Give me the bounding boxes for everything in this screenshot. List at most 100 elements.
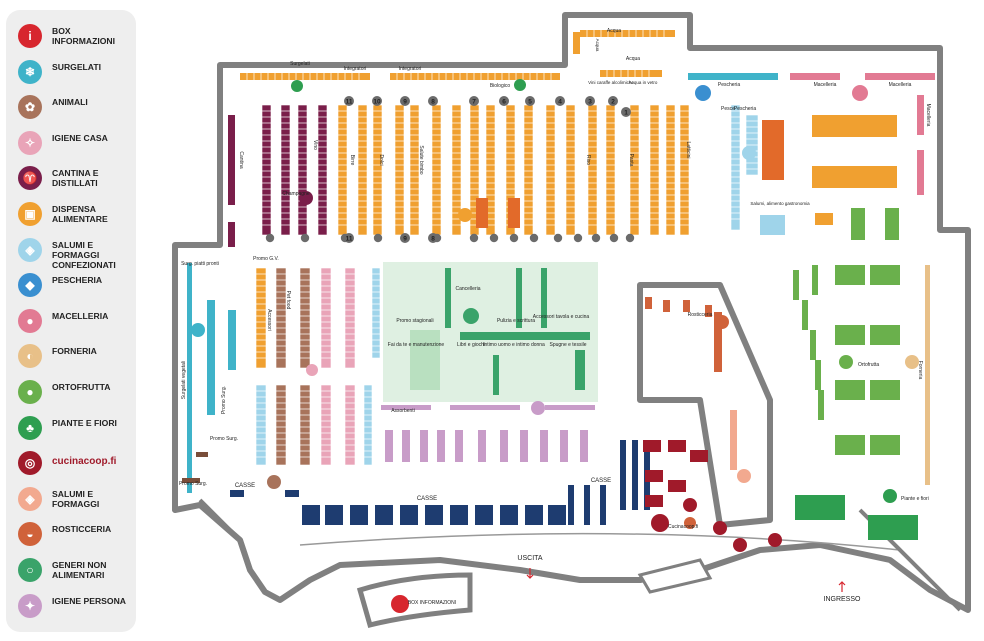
cucinacoop-round-table [768,533,782,547]
organic-icon [291,80,303,92]
ortofrutta-crate [815,360,821,390]
plant-icon: ♣ [18,415,42,440]
legend-label: ROSTICCERIA [52,524,112,535]
cucinacoop-table [668,440,686,452]
area-label: Acqua [607,28,621,34]
legend-item: ✧IGIENE CASA [18,130,136,163]
left-wall-segment [198,498,242,542]
checkout-lane [325,505,343,525]
apple-icon: ● [18,380,42,404]
aisle-number-badge [344,96,354,106]
piante-fiori-stand-2 [868,515,918,540]
checkout-column [632,440,638,510]
personal-care-icon: ✦ [18,593,42,618]
aisle-end-badge [609,233,619,243]
area-label: Spugne e tessile [550,342,587,348]
latticini-island-2 [812,166,897,188]
area-label: Rosticceria [688,312,713,318]
aisle-shelf [297,104,308,236]
area-label: Forneria [917,361,923,380]
personal-care-shelf [520,430,528,462]
personal-care-shelf [500,430,508,462]
aisle-shelf [485,104,496,236]
ortofrutta-crate [802,300,808,330]
lower-aisle-shelf [275,267,287,369]
latticini-small [815,213,833,225]
surgelati-vegetali-wall [187,263,192,493]
area-label: Accessori [266,309,272,331]
personal-care-shelf [580,430,588,462]
surgelati-top-shelf [240,73,370,80]
area-label: Pet food [285,291,291,310]
lower-aisle-shelf-2 [344,384,356,466]
area-label: BOX INFORMAZIONI [408,600,456,606]
area-label: Birre [349,155,355,166]
aisle-number: 9 [403,236,407,243]
assorbenti-shelf-2 [450,405,520,410]
checkout-lane [475,505,493,525]
pantry-icon: ▣ [18,202,42,226]
aisle-shelf [565,104,576,236]
cucinacoop-icon [651,514,669,532]
igiene-shelf [371,267,381,359]
piante-fiori-stand [795,495,845,520]
aisle-number: 4 [558,99,562,106]
ortofrutta-crate [812,265,818,295]
cantina-wall-shelf-2 [228,222,235,247]
ortofrutta-island [835,380,865,400]
checkout-express [568,485,574,525]
aisle-shelf [505,104,516,236]
ortofrutta-crate [851,208,865,240]
ice-cream-icon: ❄ [18,59,42,84]
aisle-shelf [649,104,660,236]
legend-label: cucinacoop.fi [52,456,117,468]
surgelati-freezer-2 [228,310,236,370]
cleaning-icon: ✧ [18,130,42,155]
area-label: Ortofrutta [858,362,879,368]
aisle-shelf [629,104,640,236]
area-label: Riso [585,155,591,165]
aisle-number-badge [621,107,631,117]
cucinacoop-round-table [713,521,727,535]
lower-aisle-shelf-2 [255,384,267,466]
legend-label: PIANTE E FIORI [52,417,117,428]
macelleria-wall-shelf [790,73,840,80]
non-food-shelf-2 [493,355,499,395]
area-label: Pescheria [718,82,740,88]
personal-care-shelf [540,430,548,462]
area-label: Surgelati vegetali [181,361,187,399]
aisle-number-badge [428,233,438,243]
assorbenti-shelf [381,405,431,410]
chicken-icon [715,315,729,329]
rosticceria-counter [705,305,712,317]
assorbenti-shelf-3 [545,405,595,410]
fish-icon [695,85,711,101]
area-label: Salumi, alimento gastronomia [750,201,810,206]
promo-block [508,198,520,228]
checkout-express [600,485,606,525]
legend-item: ●ORTOFRUTTA [18,380,136,412]
area-label: Salute bimbo [418,145,424,174]
ortofrutta-crate [810,330,816,360]
entrance-arrow [838,581,846,592]
area-label: Promo Surg. [210,436,238,442]
personal-care-shelf [437,430,445,462]
legend-label: DISPENSA ALIMENTARE [52,204,108,224]
checkout-lane [548,505,566,525]
area-label: Fai da te e manutenzione [388,342,445,348]
cucinacoop-icon: ◎ [18,451,42,476]
forneria-wall [925,265,930,485]
area-label: Biologico [490,83,511,89]
area-label: Champagne [282,191,309,197]
cucinacoop-oven [684,517,696,529]
legend-item: ◆PESCHERIA [18,273,136,305]
ortofrutta-island [870,265,900,285]
info-icon: i [18,24,42,48]
cucinacoop-table [645,470,663,482]
meat-icon: ● [18,308,42,333]
legend-item: ◐FORNERIA [18,344,136,376]
promo-block [476,198,488,228]
